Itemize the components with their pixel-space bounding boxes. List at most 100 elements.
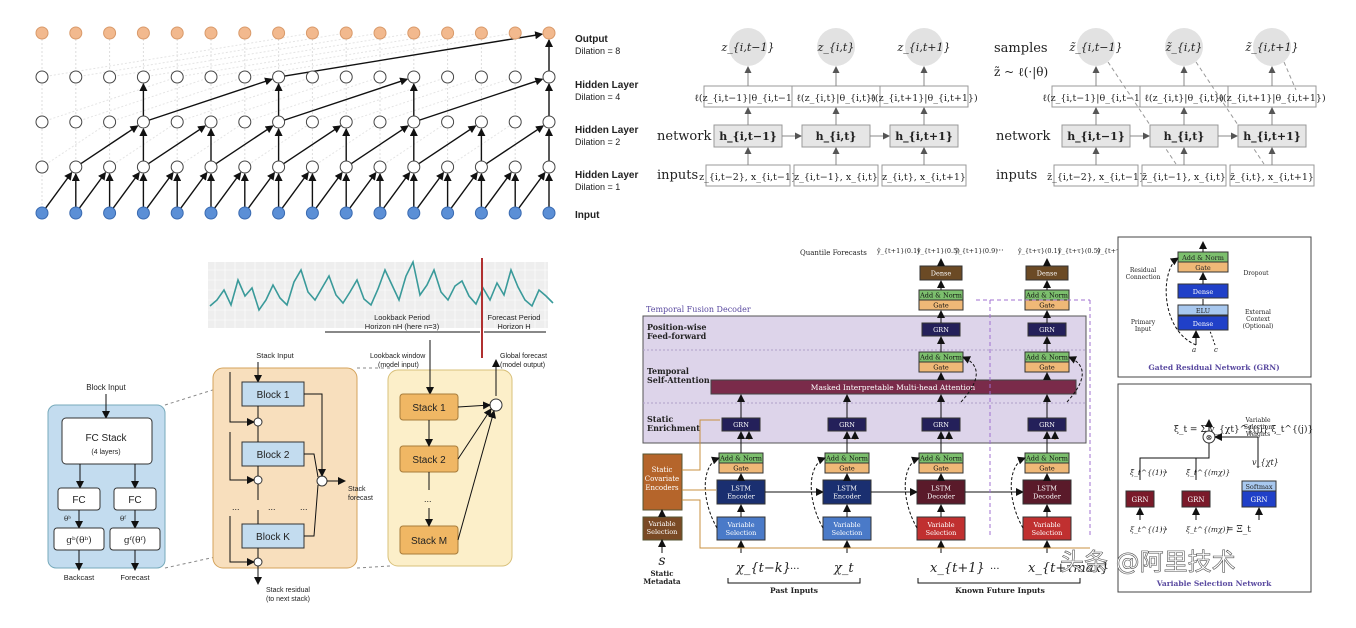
active-edge <box>44 171 73 209</box>
tft-gate-label: Gate <box>733 465 749 473</box>
fc-stack-label: FC Stack <box>85 433 127 444</box>
hidden-node <box>69 70 83 84</box>
input-node <box>136 206 150 220</box>
future-dots: ··· <box>990 564 1000 575</box>
active-edge <box>148 77 273 121</box>
stack-input-label: Stack Input <box>256 351 294 360</box>
stack-1-label: Stack 1 <box>412 403 446 414</box>
tft-grn-enrich-label: GRN <box>839 421 855 429</box>
global-forecast-label: Global forecast(model output) <box>500 353 547 369</box>
hidden-node <box>35 160 49 174</box>
hidden-node <box>69 160 83 174</box>
tft-variable-selection-label-line: Variable <box>832 521 860 529</box>
hidden-node <box>204 70 218 84</box>
quantile-5: ŷ_{t+τ}(0.5) <box>1057 247 1101 255</box>
stack-sum-node <box>316 475 328 487</box>
hidden-node <box>170 115 184 129</box>
tft-gate-label-line: Gate <box>733 465 749 473</box>
forecast-label: Forecast <box>120 573 150 582</box>
grid-edge <box>41 32 313 78</box>
known-future-label: Known Future Inputs <box>955 586 1045 595</box>
stack-dots-3: ... <box>300 502 308 512</box>
tft-out-gate-label: Gate <box>933 302 949 310</box>
timeseries-line <box>209 259 554 312</box>
tft-variable-selection-label-line: Selection <box>832 529 863 537</box>
block-k-label: Block K <box>256 532 290 543</box>
fc-layers-label: (4 layers) <box>91 449 120 456</box>
hidden-node <box>407 160 421 174</box>
active-edge <box>416 171 445 209</box>
hidden-node <box>136 70 150 84</box>
tft-grn-enrich-label: GRN <box>733 421 749 429</box>
tft-grn-enrich-label: GRN <box>933 421 949 429</box>
input-node <box>407 206 421 220</box>
input-node <box>339 206 353 220</box>
sample-node <box>817 28 855 66</box>
hidden-node <box>508 160 522 174</box>
tft-dense-label: Dense <box>1037 270 1058 278</box>
tft-out-gate-label: Gate <box>1039 302 1055 310</box>
tft-addnorm-label: Add & Norm <box>825 455 868 463</box>
hidden-node <box>305 115 319 129</box>
sampling-formula: z̃ ~ ℓ(·|θ) <box>994 65 1048 79</box>
hidden-node <box>339 115 353 129</box>
tft-lstm-label-line: LSTM <box>931 485 951 493</box>
vsn-xi-tilde-1: ξ̃_t^{(1)} <box>1130 468 1167 477</box>
theta-f-label: θᶠ <box>120 515 126 523</box>
input-node <box>474 206 488 220</box>
hidden-node <box>441 160 455 174</box>
vsn-panel <box>1117 383 1312 593</box>
quantile-1: ŷ_{t+1}(0.1) <box>876 247 920 255</box>
tft-out-addnorm-label: Add & Norm <box>1025 292 1068 300</box>
active-edge <box>484 171 512 209</box>
deepar-diagram: z_{i,t−1}ℓ(z_{i,t−1}|θ_{i,t−1})h_{i,t−1}… <box>694 28 1326 187</box>
network-label-left: network <box>657 129 711 144</box>
grn-elu-label: ELU <box>1196 307 1211 315</box>
hidden-node <box>69 115 83 129</box>
sample-node <box>1253 28 1291 66</box>
hidden-node <box>272 70 286 84</box>
active-edge <box>247 171 276 209</box>
hidden-node <box>474 70 488 84</box>
vsn-formula: ξ̃_t = Σ v_{χt}^{(j)} ξ̃_t^{(j)} <box>1174 424 1313 435</box>
tft-dense-label: Dense <box>931 270 952 278</box>
inputs-label-left: inputs <box>657 168 698 183</box>
hidden-node <box>204 115 218 129</box>
active-edge <box>315 171 343 209</box>
chi-t: χ_t <box>833 561 854 576</box>
stack-m-label: Stack M <box>411 536 447 547</box>
tft-dense-label-line: Dense <box>931 270 952 278</box>
tft-variable-selection-label-line: Selection <box>726 529 757 537</box>
hidden-node <box>373 115 387 129</box>
input-label: z_{i,t}, x_{i,t+1} <box>882 172 966 183</box>
tft-attn-addnorm-label-line: Add & Norm <box>1025 354 1068 362</box>
tft-attn-gate-label: Gate <box>1039 364 1055 372</box>
grid-edge <box>244 32 516 78</box>
tft-out-gate-label-line: Gate <box>1039 302 1055 310</box>
active-edge <box>215 125 274 165</box>
grn-a-symbol: a <box>1192 346 1196 354</box>
grid-edge <box>177 76 313 123</box>
tft-out-addnorm-label: Add & Norm <box>919 292 962 300</box>
static-cov-box <box>642 453 683 511</box>
hidden-node <box>204 160 218 174</box>
hidden-node <box>35 115 49 129</box>
input-node <box>305 206 319 220</box>
residual-node-2 <box>253 475 263 485</box>
sample-feedback <box>1195 61 1265 165</box>
layer-dilation-hidden-2: Dilation = 2 <box>575 137 620 147</box>
tft-gate-label-line: Gate <box>933 465 949 473</box>
static-s-symbol: s <box>658 553 665 569</box>
input-label: z_{i,t−2}, x_{i,t−1} <box>699 172 797 183</box>
output-node <box>508 26 522 40</box>
tft-addnorm-label: Add & Norm <box>1025 455 1068 463</box>
tft-lstm-label-line: LSTM <box>731 485 751 493</box>
hidden-node <box>441 70 455 84</box>
tft-lstm-label-line: LSTM <box>1037 485 1057 493</box>
sample-node-label: z̃_{i,t+1} <box>1245 41 1299 54</box>
